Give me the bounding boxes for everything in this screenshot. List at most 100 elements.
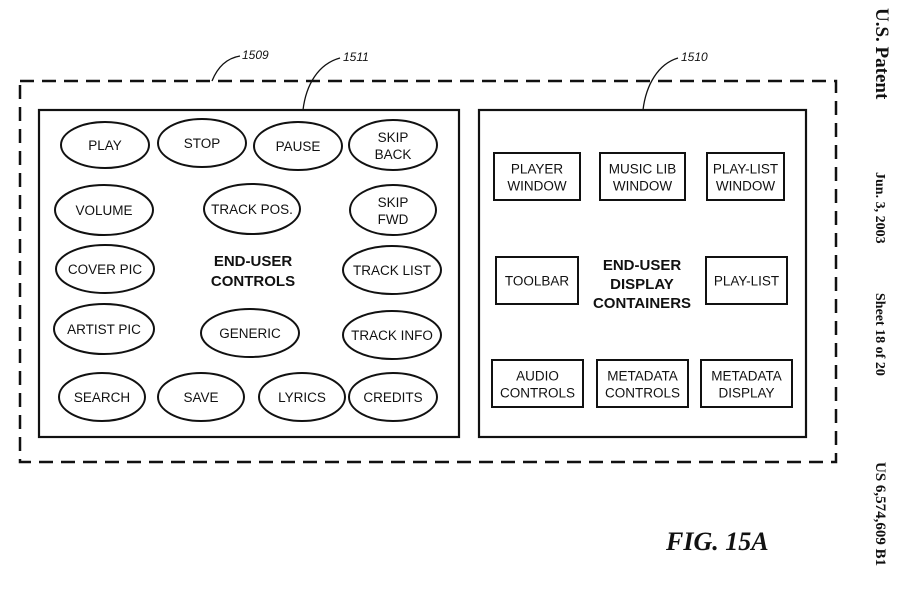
- container-metadata-controls-label-line1: METADATA: [607, 369, 678, 384]
- ref-label-1511: 1511: [343, 50, 369, 64]
- container-metadata-controls: METADATA CONTROLS: [596, 359, 689, 408]
- container-audio-controls-box: [491, 359, 584, 408]
- containers-group: PLAYER WINDOW MUSIC LIB WINDOW PLAY-LIST WIND…: [491, 152, 793, 408]
- lead-line-1511: [302, 57, 341, 111]
- control-lyrics-label-line1: LYRICS: [278, 390, 326, 405]
- container-audio-controls-label-line1: AUDIO: [516, 369, 559, 384]
- container-play-list-window: PLAY-LIST WINDOW: [706, 152, 785, 201]
- ref-label-1510: 1510: [681, 50, 708, 64]
- lead-line-1510: [642, 57, 679, 111]
- containers-panel: [477, 108, 808, 439]
- container-metadata-controls-box: [596, 359, 689, 408]
- control-save-ellipse: [157, 372, 245, 422]
- control-skip-back-ellipse: [348, 119, 438, 171]
- controls-panel-title-line1: END-USER: [214, 253, 293, 270]
- control-search: SEARCH: [58, 372, 146, 422]
- control-artist-pic-label-line1: ARTIST PIC: [67, 322, 141, 337]
- header-publisher: U.S. Patent: [871, 8, 892, 100]
- container-toolbar-box: [495, 256, 579, 305]
- control-stop: STOP: [157, 118, 247, 168]
- control-skip-back: SKIP BACK: [348, 119, 438, 171]
- container-play-list-window-box: [706, 152, 785, 201]
- container-audio-controls: AUDIO CONTROLS: [491, 359, 584, 408]
- control-pause: PAUSE: [253, 121, 343, 171]
- control-skip-fwd-label-line2: FWD: [378, 212, 409, 227]
- control-skip-back-label-line1: SKIP: [378, 130, 409, 145]
- container-play-list: PLAY-LIST: [705, 256, 788, 305]
- control-play: PLAY: [60, 121, 150, 169]
- container-player-window-box: [493, 152, 581, 201]
- control-skip-fwd: SKIP FWD: [349, 184, 437, 236]
- control-track-list-ellipse: [342, 245, 442, 295]
- control-skip-back-label-line2: BACK: [375, 147, 412, 162]
- control-volume-label-line1: VOLUME: [75, 203, 132, 218]
- control-track-list-label-line1: TRACK LIST: [353, 263, 431, 278]
- control-pause-label-line1: PAUSE: [276, 139, 321, 154]
- containers-panel-title-line1: END-USER: [603, 257, 682, 274]
- control-generic: GENERIC: [200, 308, 300, 358]
- header-patent-number: US 6,574,609 B1: [872, 462, 888, 566]
- control-pause-ellipse: [253, 121, 343, 171]
- containers-panel-title-line3: CONTAINERS: [593, 295, 691, 312]
- container-player-window: PLAYER WINDOW: [493, 152, 581, 201]
- control-credits: CREDITS: [348, 372, 438, 422]
- container-toolbar-label-line1: TOOLBAR: [505, 274, 570, 289]
- control-track-pos: TRACK POS.: [203, 183, 301, 235]
- control-cover-pic: COVER PIC: [55, 244, 155, 294]
- control-stop-ellipse: [157, 118, 247, 168]
- containers-panel-title-line2: DISPLAY: [610, 276, 674, 293]
- container-toolbar: TOOLBAR: [495, 256, 579, 305]
- control-skip-fwd-label-line1: SKIP: [378, 195, 409, 210]
- container-play-list-window-label-line2: WINDOW: [716, 179, 775, 194]
- figure-label: FIG. 15A: [665, 527, 769, 556]
- control-volume-ellipse: [54, 184, 154, 236]
- control-volume: VOLUME: [54, 184, 154, 236]
- control-generic-label-line1: GENERIC: [219, 326, 281, 341]
- control-generic-ellipse: [200, 308, 300, 358]
- control-cover-pic-ellipse: [55, 244, 155, 294]
- controls-group: PLAY STOP PAUSE SKIP BACK VOLUME TRACK POS. SKI…: [53, 118, 442, 422]
- container-metadata-display-box: [700, 359, 793, 408]
- lead-line-1509: [211, 55, 241, 82]
- control-credits-ellipse: [348, 372, 438, 422]
- control-search-label-line1: SEARCH: [74, 390, 130, 405]
- container-metadata-controls-label-line2: CONTROLS: [605, 386, 680, 401]
- container-play-list-window-label-line1: PLAY-LIST: [713, 162, 778, 177]
- control-track-info-ellipse: [342, 310, 442, 360]
- container-metadata-display-label-line2: DISPLAY: [718, 386, 774, 401]
- header-sheet: Sheet 18 of 20: [872, 293, 887, 376]
- control-lyrics: LYRICS: [258, 372, 346, 422]
- container-player-window-label-line1: PLAYER: [511, 162, 564, 177]
- container-music-lib-window-box: [599, 152, 686, 201]
- container-music-lib-window-label-line2: WINDOW: [613, 179, 672, 194]
- container-metadata-display-label-line1: METADATA: [711, 369, 782, 384]
- control-save-label-line1: SAVE: [183, 390, 218, 405]
- control-play-label-line1: PLAY: [88, 138, 122, 153]
- container-metadata-display: METADATA DISPLAY: [700, 359, 793, 408]
- control-cover-pic-label-line1: COVER PIC: [68, 262, 143, 277]
- control-artist-pic: ARTIST PIC: [53, 303, 155, 355]
- container-music-lib-window-label-line1: MUSIC LIB: [609, 162, 677, 177]
- controls-panel: [37, 108, 461, 439]
- ref-label-1509: 1509: [242, 48, 269, 62]
- container-play-list-label-line1: PLAY-LIST: [714, 274, 779, 289]
- control-track-info-label-line1: TRACK INFO: [351, 328, 433, 343]
- control-track-info: TRACK INFO: [342, 310, 442, 360]
- control-skip-fwd-ellipse: [349, 184, 437, 236]
- container-audio-controls-label-line2: CONTROLS: [500, 386, 575, 401]
- control-track-pos-ellipse: [203, 183, 301, 235]
- control-credits-label-line1: CREDITS: [363, 390, 422, 405]
- control-stop-label-line1: STOP: [184, 136, 221, 151]
- control-lyrics-ellipse: [258, 372, 346, 422]
- container-music-lib-window: MUSIC LIB WINDOW: [599, 152, 686, 201]
- control-play-ellipse: [60, 121, 150, 169]
- controls-panel-title-line2: CONTROLS: [211, 273, 295, 290]
- control-track-pos-label-line1: TRACK POS.: [211, 202, 293, 217]
- container-play-list-box: [705, 256, 788, 305]
- control-save: SAVE: [157, 372, 245, 422]
- outer-dashed-container: [18, 79, 838, 464]
- control-search-ellipse: [58, 372, 146, 422]
- header-date: Jun. 3, 2003: [872, 172, 887, 244]
- container-player-window-label-line2: WINDOW: [507, 179, 566, 194]
